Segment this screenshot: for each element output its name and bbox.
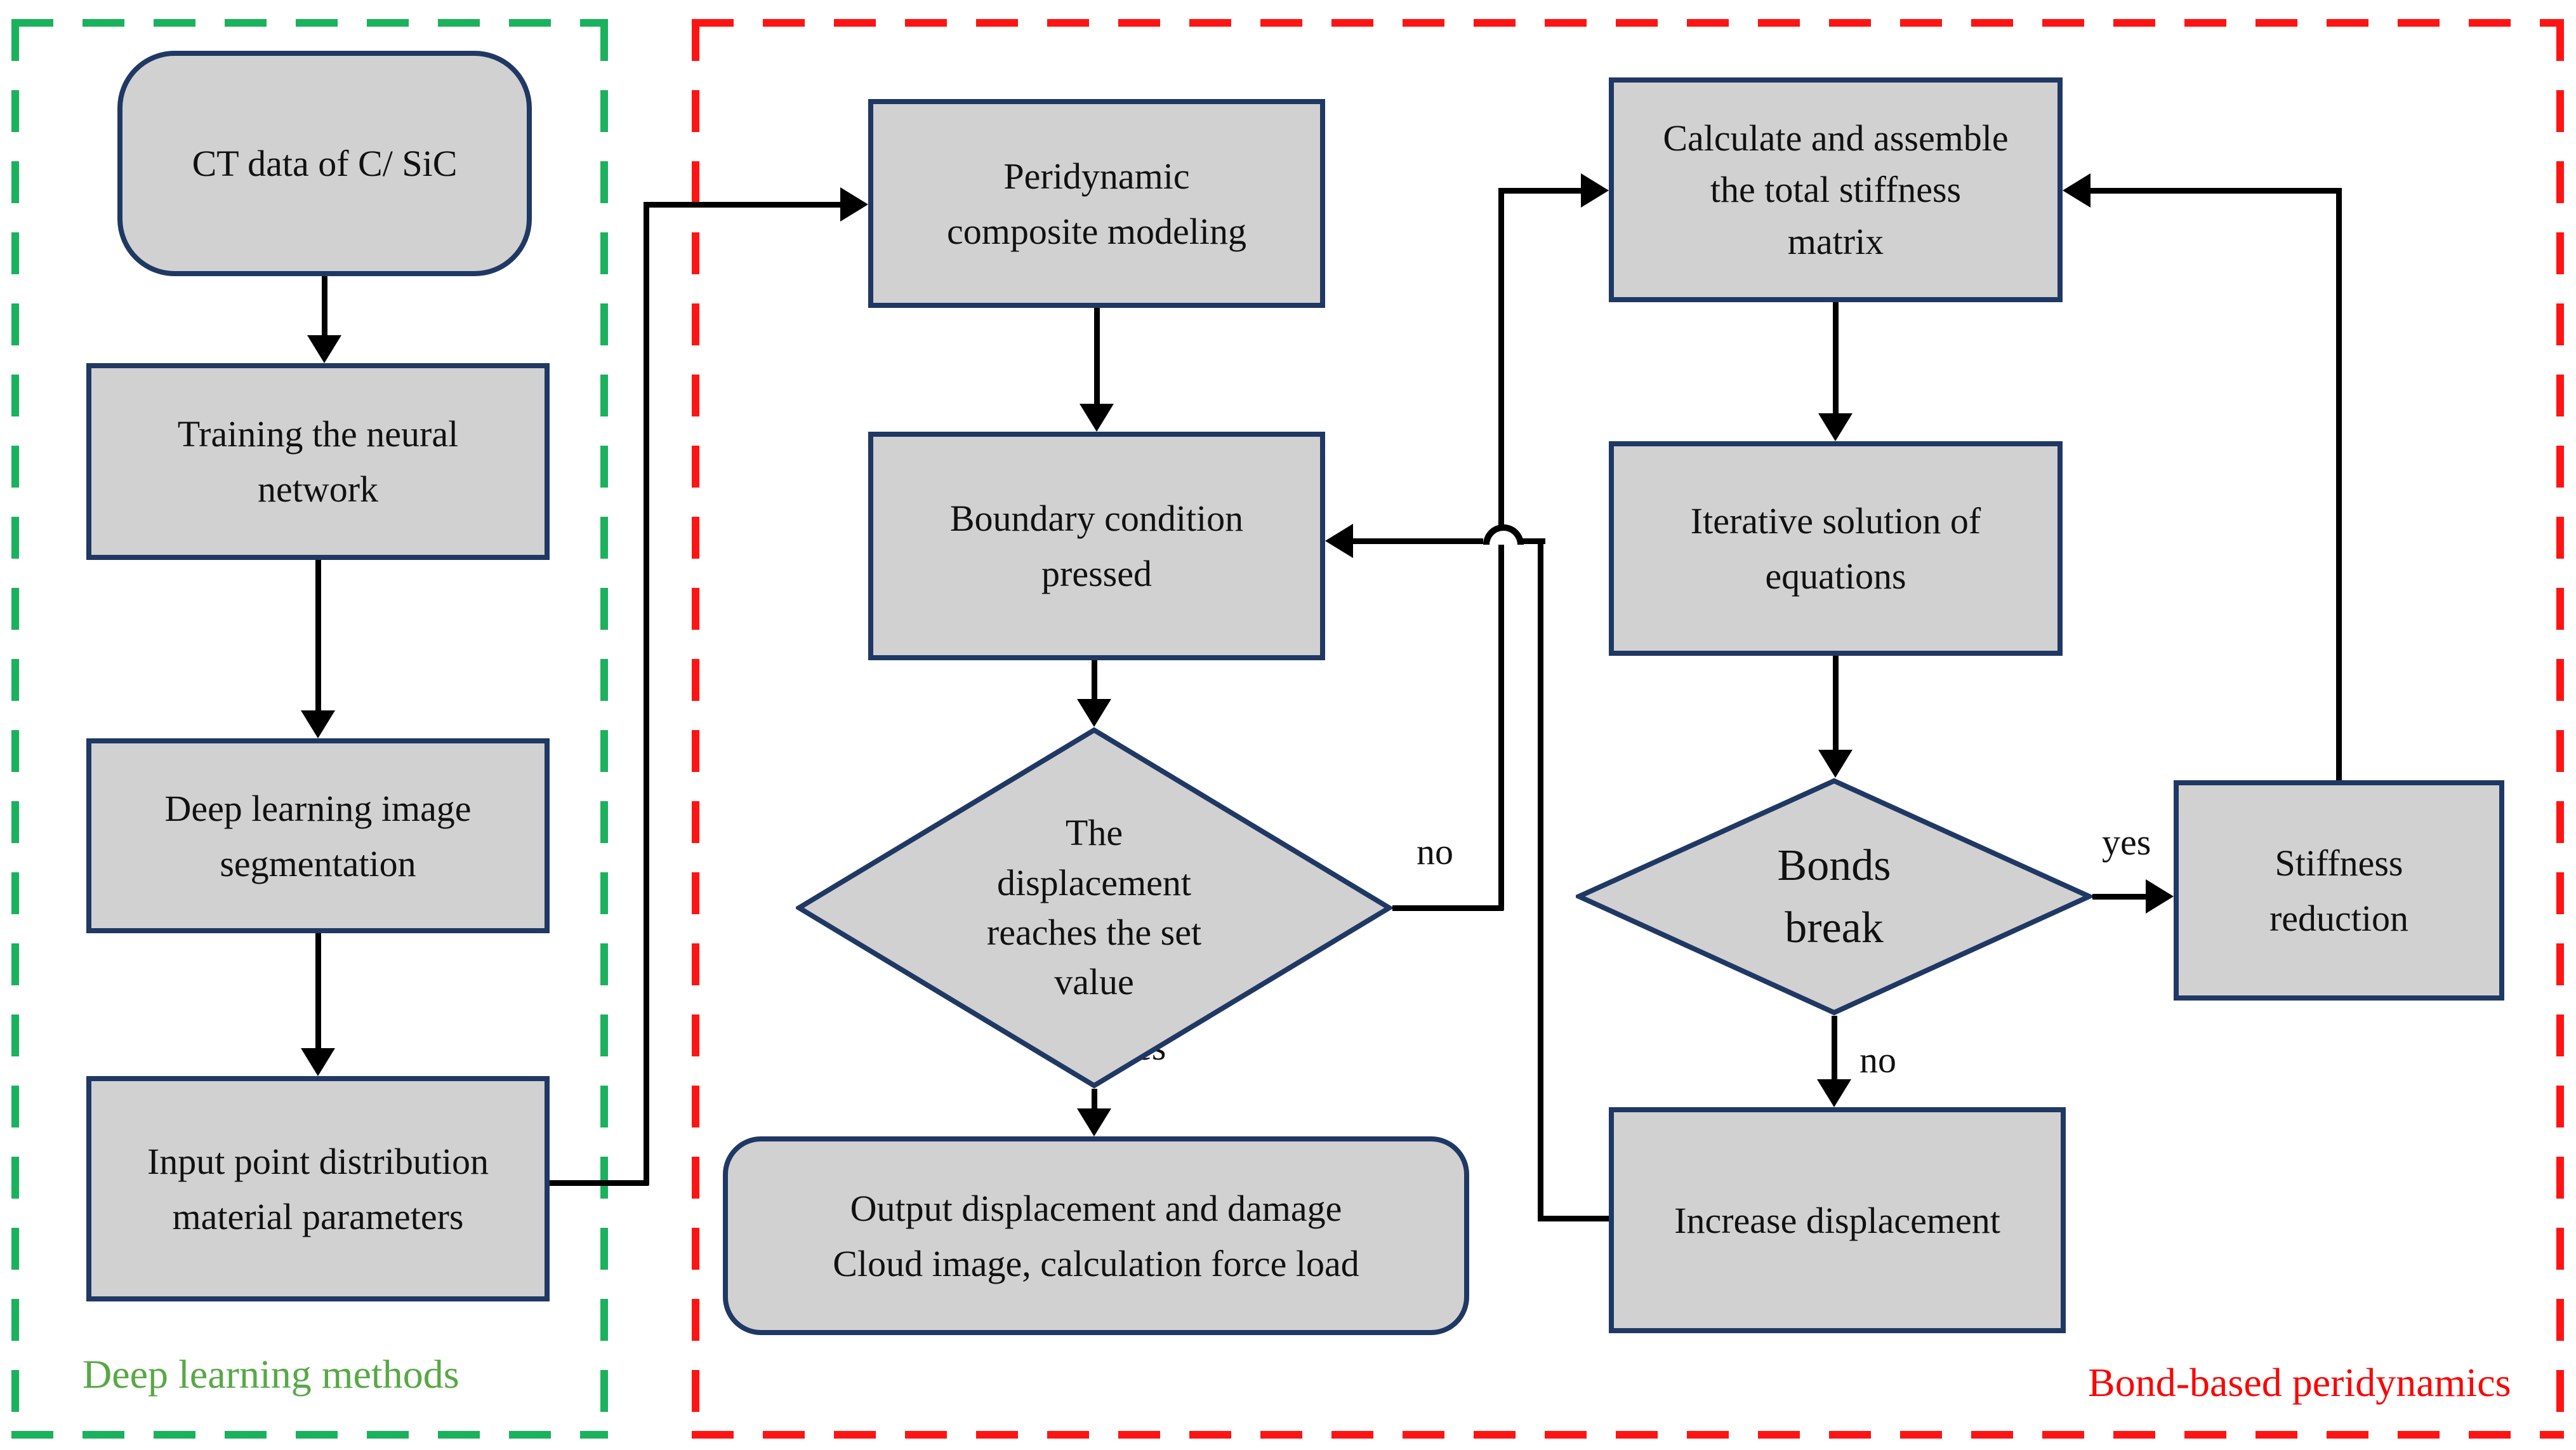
edge-increase-boundary-h1 <box>1538 1216 1609 1221</box>
arrowhead-matrix-iterative <box>1818 413 1853 441</box>
arrowhead-ct-training <box>307 335 341 363</box>
edge-bonds-no <box>1832 1016 1837 1082</box>
displacement-check-text: The displacement reaches the set value <box>986 812 1202 1003</box>
node-iterative: Iterative solution of equations <box>1609 441 2063 656</box>
arrowhead-training-segmentation <box>301 710 335 738</box>
edge-increase-boundary-h2 <box>1353 538 1483 544</box>
deep-learning-border-right <box>600 19 608 1439</box>
edge-increase-boundary-h3 <box>1522 538 1545 544</box>
label-bonds-no: no <box>1859 1039 1896 1081</box>
node-output: Output displacement and damage Cloud ima… <box>723 1136 1469 1335</box>
arrowhead-input-peridynamic <box>840 187 868 222</box>
edge-input-peridynamic-h2 <box>644 202 840 208</box>
edge-ct-training <box>322 276 327 340</box>
edge-displacement-yes <box>1092 1089 1097 1111</box>
edge-displacement-no-h2 <box>1498 188 1581 194</box>
arrowhead-bonds-no <box>1817 1079 1851 1107</box>
bonds-break-text: Bonds break <box>1777 841 1891 952</box>
edge-displacement-no-h1 <box>1392 905 1503 911</box>
arrowhead-increase-boundary <box>1325 524 1353 558</box>
arrowhead-bonds-yes <box>2146 879 2174 914</box>
line-jump-hop <box>1483 524 1524 545</box>
edge-displacement-no-v <box>1498 188 1504 910</box>
arrowhead-displacement-no <box>1581 173 1609 208</box>
edge-reduction-matrix-h <box>2091 188 2341 194</box>
bond-based-region-label: Bond-based peridynamics <box>2088 1360 2511 1405</box>
node-stiffness-matrix: Calculate and assemble the total stiffne… <box>1609 77 2063 302</box>
arrowhead-peridynamic-boundary <box>1080 404 1114 432</box>
node-training: Training the neural network <box>86 363 550 560</box>
node-displacement-check: The displacement reaches the set value <box>796 727 1392 1089</box>
edge-iterative-bonds <box>1833 656 1839 752</box>
deep-learning-border-top <box>11 19 608 27</box>
arrowhead-reduction-matrix <box>2063 173 2091 208</box>
bonds-diamond-shape <box>1576 778 2092 1016</box>
edge-matrix-iterative <box>1833 302 1839 416</box>
edge-increase-boundary-v <box>1538 538 1543 1221</box>
node-input-params: Input point distribution material parame… <box>86 1076 550 1301</box>
edge-reduction-matrix-v <box>2336 188 2342 780</box>
edge-bonds-yes <box>2092 894 2148 900</box>
arrowhead-segmentation-input <box>301 1048 335 1076</box>
node-ct-data: CT data of C/ SiC <box>117 51 532 276</box>
label-bonds-yes: yes <box>2102 821 2151 863</box>
edge-boundary-displacement <box>1092 660 1097 702</box>
node-stiffness-reduction: Stiffness reduction <box>2174 780 2504 1001</box>
arrowhead-iterative-bonds <box>1818 750 1853 778</box>
arrowhead-boundary-displacement <box>1077 699 1111 727</box>
node-segmentation: Deep learning image segmentation <box>86 738 550 933</box>
edge-input-peridynamic-h1 <box>550 1180 649 1186</box>
edge-segmentation-input <box>315 933 321 1054</box>
deep-learning-region-label: Deep learning methods <box>83 1352 459 1397</box>
edge-input-peridynamic-v <box>644 202 649 1185</box>
node-peridynamic: Peridynamic composite modeling <box>868 99 1325 308</box>
arrowhead-displacement-yes <box>1077 1108 1111 1136</box>
deep-learning-border-bottom <box>11 1431 608 1439</box>
bond-based-border-bottom <box>692 1431 2564 1439</box>
label-displacement-no: no <box>1417 831 1453 872</box>
node-bonds-break: Bonds break <box>1576 778 2092 1016</box>
edge-peridynamic-boundary <box>1094 308 1100 406</box>
edge-training-segmentation <box>315 560 321 715</box>
bond-based-border-top <box>692 19 2564 27</box>
node-increase-displacement: Increase displacement <box>1609 1107 2066 1333</box>
node-boundary: Boundary condition pressed <box>868 432 1325 660</box>
deep-learning-border-left <box>11 19 19 1439</box>
displacement-diamond-shape <box>796 727 1392 1089</box>
bond-based-border-left <box>692 19 699 1439</box>
bond-based-border-right <box>2556 19 2564 1439</box>
